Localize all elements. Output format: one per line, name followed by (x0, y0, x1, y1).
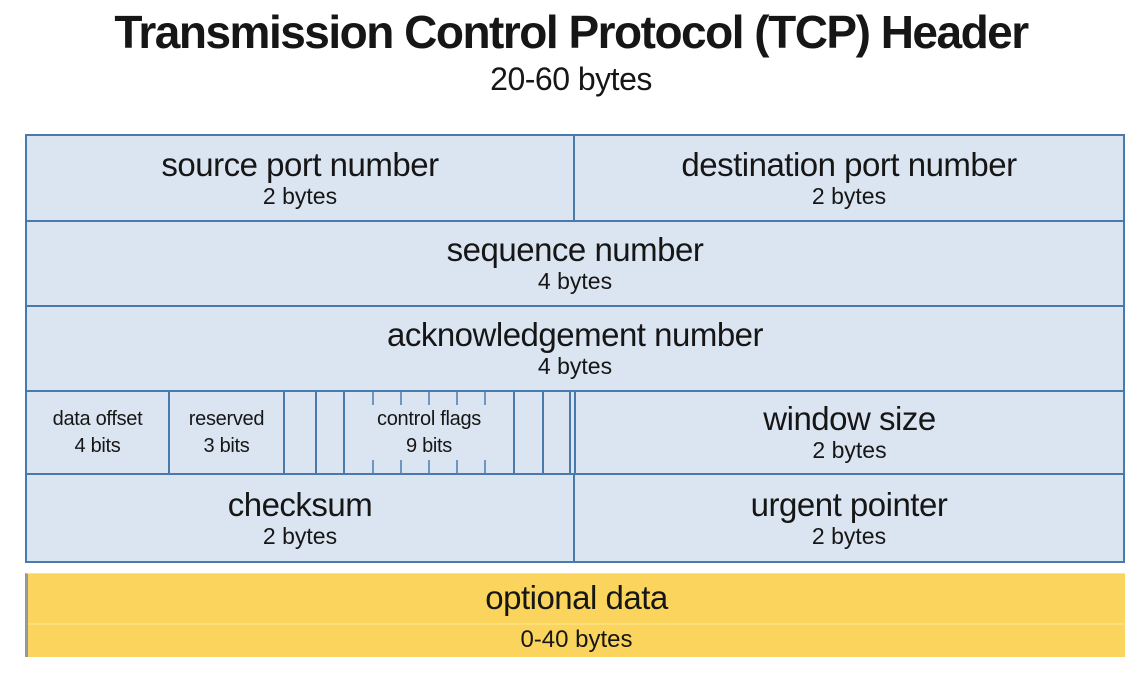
field-size: 4 bits (74, 434, 121, 457)
field-size: 4 bytes (537, 268, 613, 295)
field-size: 2 bytes (262, 182, 338, 209)
field-label: data offset (52, 407, 143, 430)
field-label: source port number (161, 145, 439, 183)
field-label: checksum (227, 485, 373, 523)
bit-gap (571, 392, 574, 473)
field-destination-port: destination port number 2 bytes (575, 136, 1123, 220)
field-size: 2 bytes (811, 522, 887, 549)
row-sequence: sequence number 4 bytes (27, 222, 1123, 307)
flag-bit-cell (317, 392, 345, 473)
field-label: reserved (188, 407, 265, 430)
field-label: sequence number (446, 231, 704, 269)
row-ports: source port number 2 bytes destination p… (27, 136, 1123, 222)
field-label: urgent pointer (750, 485, 948, 523)
bit-tick (428, 460, 430, 473)
field-reserved: reserved 3 bits (170, 392, 285, 473)
row-offset-flags-window: data offset 4 bits reserved 3 bits contr… (27, 392, 1123, 475)
field-label: optional data (485, 579, 668, 617)
field-checksum: checksum 2 bytes (27, 475, 575, 561)
field-urgent-pointer: urgent pointer 2 bytes (575, 475, 1123, 561)
field-window-size: window size 2 bytes (574, 392, 1123, 473)
row-acknowledgement: acknowledgement number 4 bytes (27, 307, 1123, 392)
optional-data-label-row: optional data (28, 574, 1125, 625)
field-size: 4 bytes (537, 353, 613, 380)
field-label: destination port number (681, 145, 1017, 183)
bit-tick (371, 392, 374, 405)
flag-bit-cell (285, 392, 317, 473)
field-source-port: source port number 2 bytes (27, 136, 575, 220)
flag-bit-cell (515, 392, 544, 473)
bit-tick (455, 460, 458, 473)
bit-tick (455, 392, 458, 405)
field-size: 2 bytes (812, 437, 887, 464)
field-size: 2 bytes (262, 522, 338, 549)
field-label: acknowledgement number (386, 316, 764, 354)
row-checksum-urgent: checksum 2 bytes urgent pointer 2 bytes (27, 475, 1123, 561)
field-size: 9 bits (405, 434, 452, 457)
field-size: 2 bytes (811, 182, 887, 209)
tcp-header-table: source port number 2 bytes destination p… (25, 134, 1125, 563)
bit-tick (399, 460, 402, 473)
field-size: 0-40 bytes (520, 625, 633, 653)
bit-tick (483, 392, 486, 405)
diagram-header: Transmission Control Protocol (TCP) Head… (0, 4, 1142, 97)
field-label: window size (763, 400, 936, 438)
bit-tick (399, 392, 402, 405)
field-data-offset: data offset 4 bits (27, 392, 170, 473)
field-acknowledgement-number: acknowledgement number 4 bytes (27, 307, 1123, 390)
field-control-flags: control flags 9 bits (345, 392, 515, 473)
bit-tick (483, 460, 486, 473)
optional-data-size-row: 0-40 bytes (28, 625, 1125, 655)
field-size: 3 bits (203, 434, 250, 457)
field-sequence-number: sequence number 4 bytes (27, 222, 1123, 305)
field-label: control flags (377, 407, 481, 430)
field-optional-data: optional data 0-40 bytes (25, 573, 1125, 657)
page-subtitle: 20-60 bytes (490, 60, 652, 97)
flag-bit-cell (544, 392, 571, 473)
page-title: Transmission Control Protocol (TCP) Head… (114, 6, 1029, 58)
bit-tick (428, 392, 430, 405)
bit-tick (371, 460, 374, 473)
